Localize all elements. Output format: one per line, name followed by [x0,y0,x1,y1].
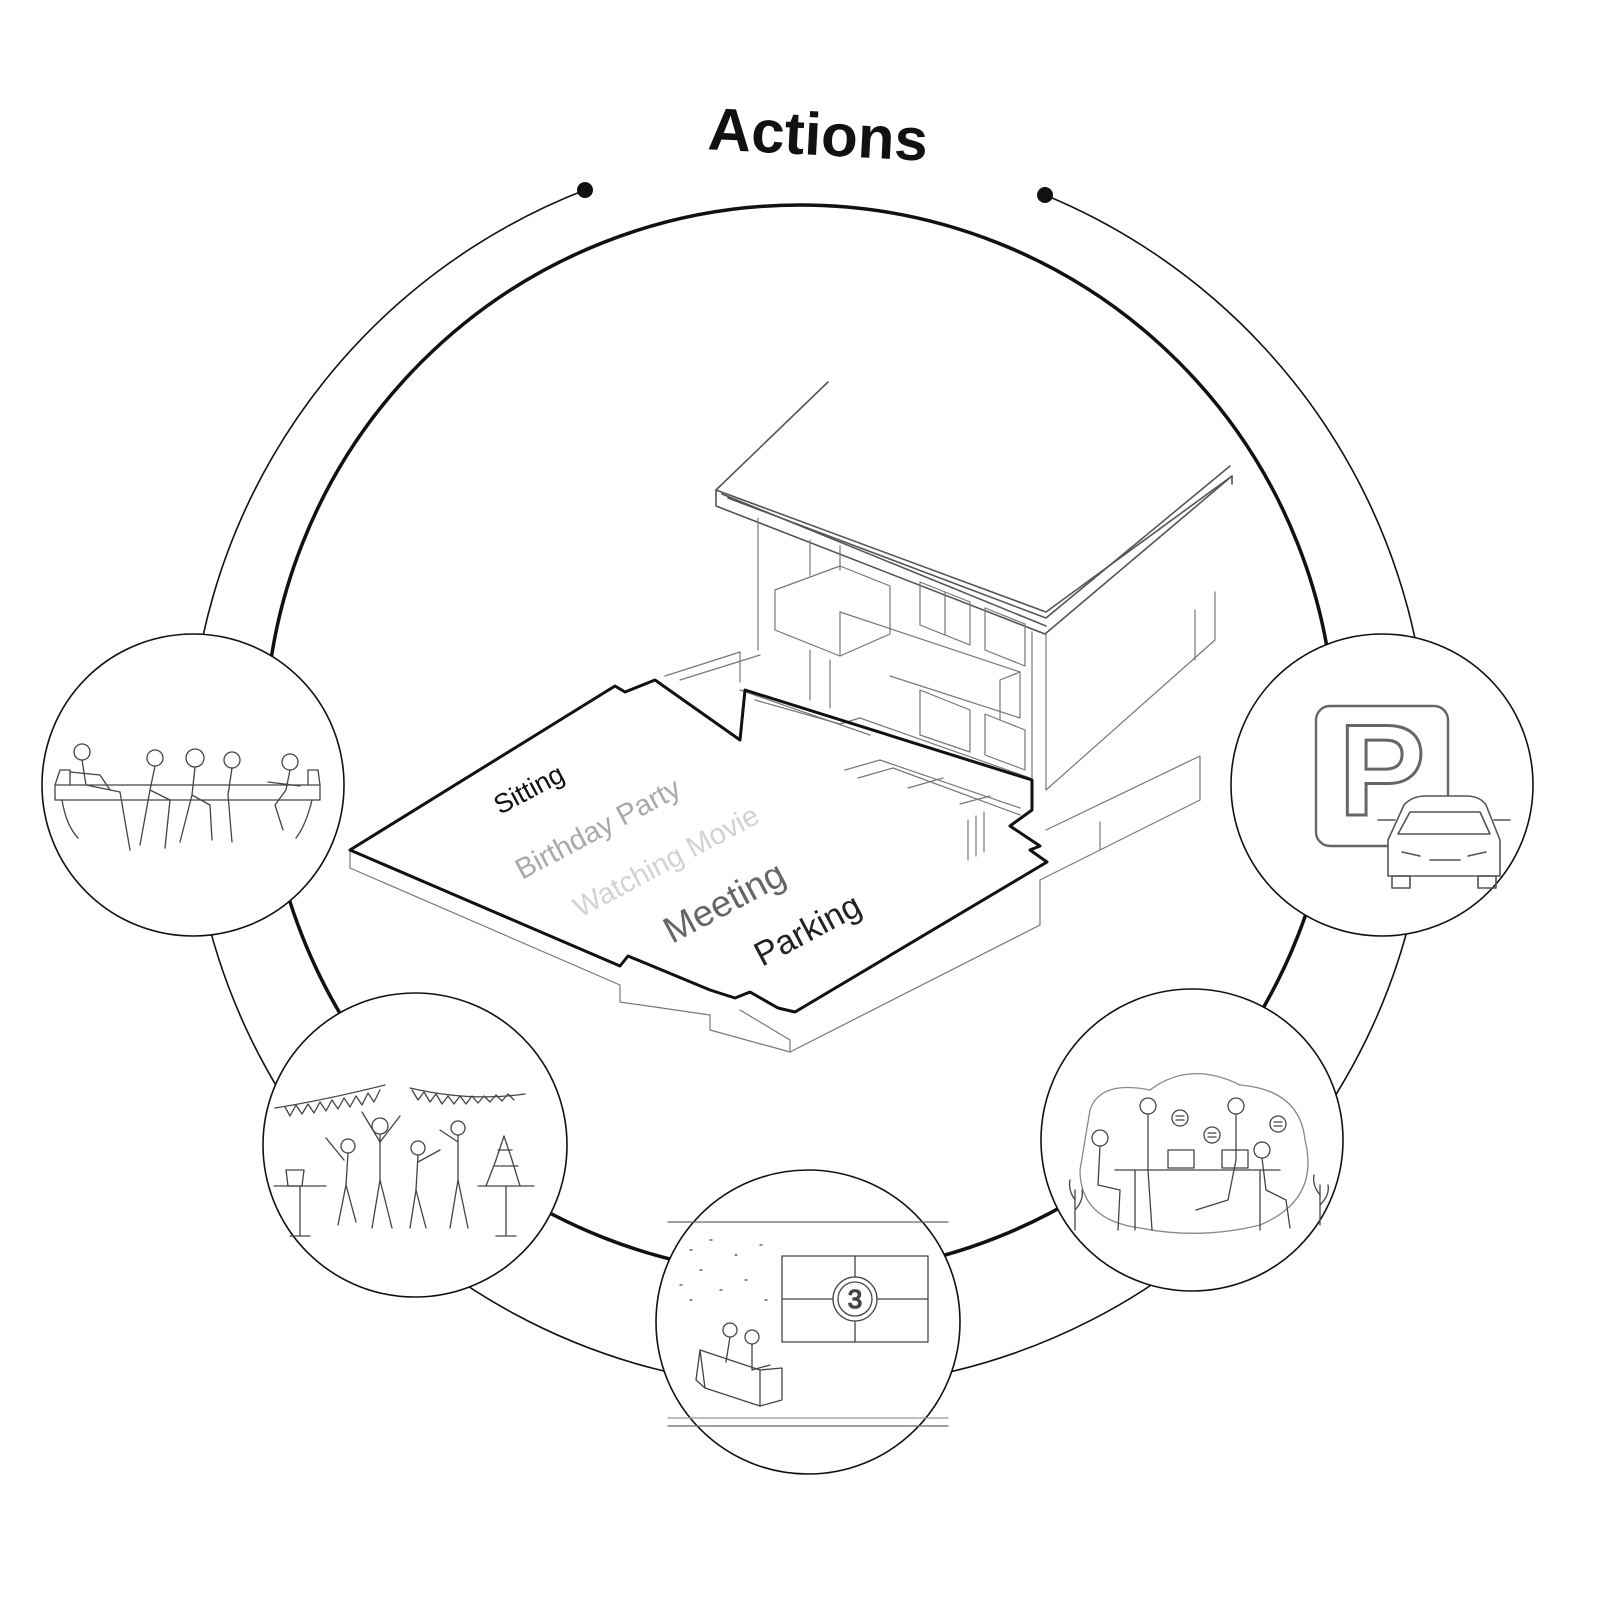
party-illustration [273,1084,535,1237]
yard-label-sitting: Sitting [489,759,569,821]
yard-outline [348,678,1049,1014]
vignette-sitting [41,633,345,937]
cinema-illustration: 3 [667,1221,949,1427]
house-axonometric [348,381,1233,1053]
vignette-watching-movie: 3 [655,1169,961,1475]
people-on-bench-illustration [54,743,321,851]
ring-end-dot-right [1037,187,1053,203]
vignette-meeting [1040,988,1344,1292]
countdown-number: 3 [848,1284,862,1314]
yard-labels: Sitting Birthday Party Watching Movie Me… [489,759,868,974]
ring-end-dot-left [577,182,593,198]
vignette-birthday-party [262,992,568,1298]
car-icon [1377,795,1511,889]
diagram-title: Actions [706,95,929,173]
vignette-parking: P [1230,633,1534,937]
meeting-illustration [1068,1072,1329,1234]
